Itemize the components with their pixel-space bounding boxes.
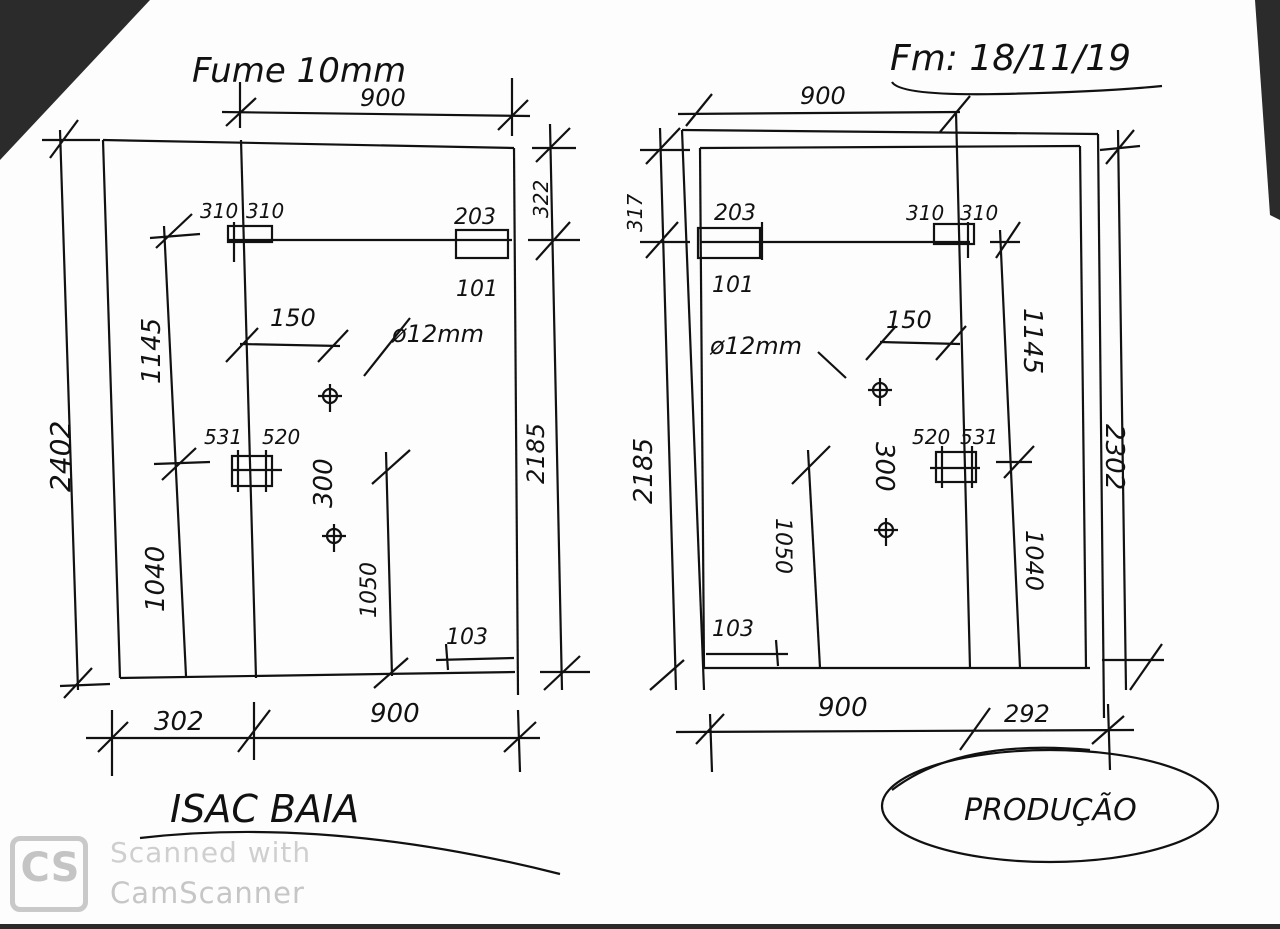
- watermark-line1: Scanned with: [110, 836, 312, 869]
- right-label-203: 203: [714, 201, 756, 226]
- right-label-310a: 310: [906, 201, 944, 225]
- stamp-text: PRODUÇÃO: [964, 792, 1137, 828]
- right-label-101: 101: [712, 273, 754, 298]
- watermark-line2: CamScanner: [110, 876, 305, 910]
- left-label-hole: ø12mm: [391, 320, 484, 348]
- left-label-103: 103: [446, 625, 488, 650]
- right-dim-top: 900: [800, 82, 846, 110]
- right-dim-1040: 1040: [1020, 530, 1048, 591]
- left-title: Fume 10mm: [192, 51, 406, 91]
- left-label-203: 203: [454, 205, 496, 230]
- left-label-1050: 1050: [357, 562, 382, 618]
- left-label-531: 531: [204, 425, 242, 449]
- left-label-300: 300: [309, 458, 339, 508]
- left-dim-900-bottom: 900: [370, 699, 420, 729]
- right-dim-900-bottom: 900: [818, 693, 868, 723]
- right-drawing-lines: [139, 81, 1220, 876]
- left-drawing-labels: Fume 10mm 900 322 2402 1145 1040 2185 30…: [44, 51, 553, 737]
- left-dim-2402: 2402: [44, 421, 77, 492]
- right-label-531: 531: [960, 425, 998, 449]
- left-dim-1145: 1145: [137, 318, 167, 384]
- left-dim-top: 900: [360, 84, 406, 112]
- right-dim-1145: 1145: [1017, 308, 1047, 374]
- background-corner-right: [1255, 0, 1280, 220]
- right-label-150: 150: [886, 306, 932, 334]
- right-label-1050: 1050: [770, 518, 795, 574]
- left-label-520: 520: [262, 425, 300, 449]
- right-dim-2302: 2302: [1099, 424, 1129, 490]
- right-label-310b: 310: [960, 201, 998, 225]
- left-label-150: 150: [270, 304, 316, 332]
- camscanner-logo-icon: [10, 836, 88, 912]
- right-dim-317: 317: [623, 194, 647, 232]
- left-label-310b: 310: [246, 199, 284, 223]
- right-title: Fm: 18/11/19: [890, 38, 1131, 79]
- left-dim-2185: 2185: [522, 423, 550, 484]
- left-dim-1040: 1040: [141, 546, 171, 612]
- right-dim-292: 292: [1004, 700, 1050, 728]
- left-label-310a: 310: [200, 199, 238, 223]
- signature-text: ISAC BAIA: [170, 787, 359, 831]
- left-drawing-lines: [42, 78, 590, 776]
- right-label-hole: ø12mm: [709, 332, 802, 360]
- right-drawing-labels: Fm: 18/11/19 900 317 2185 2302 1145 1040…: [623, 38, 1131, 728]
- left-dim-322: 322: [529, 180, 553, 218]
- left-label-101: 101: [456, 277, 498, 302]
- camscanner-badge-text: CS: [20, 845, 80, 891]
- right-dim-2185: 2185: [629, 438, 659, 504]
- right-label-103: 103: [712, 617, 754, 642]
- right-label-520: 520: [912, 425, 950, 449]
- left-dim-302: 302: [154, 707, 204, 737]
- right-label-300: 300: [869, 442, 899, 492]
